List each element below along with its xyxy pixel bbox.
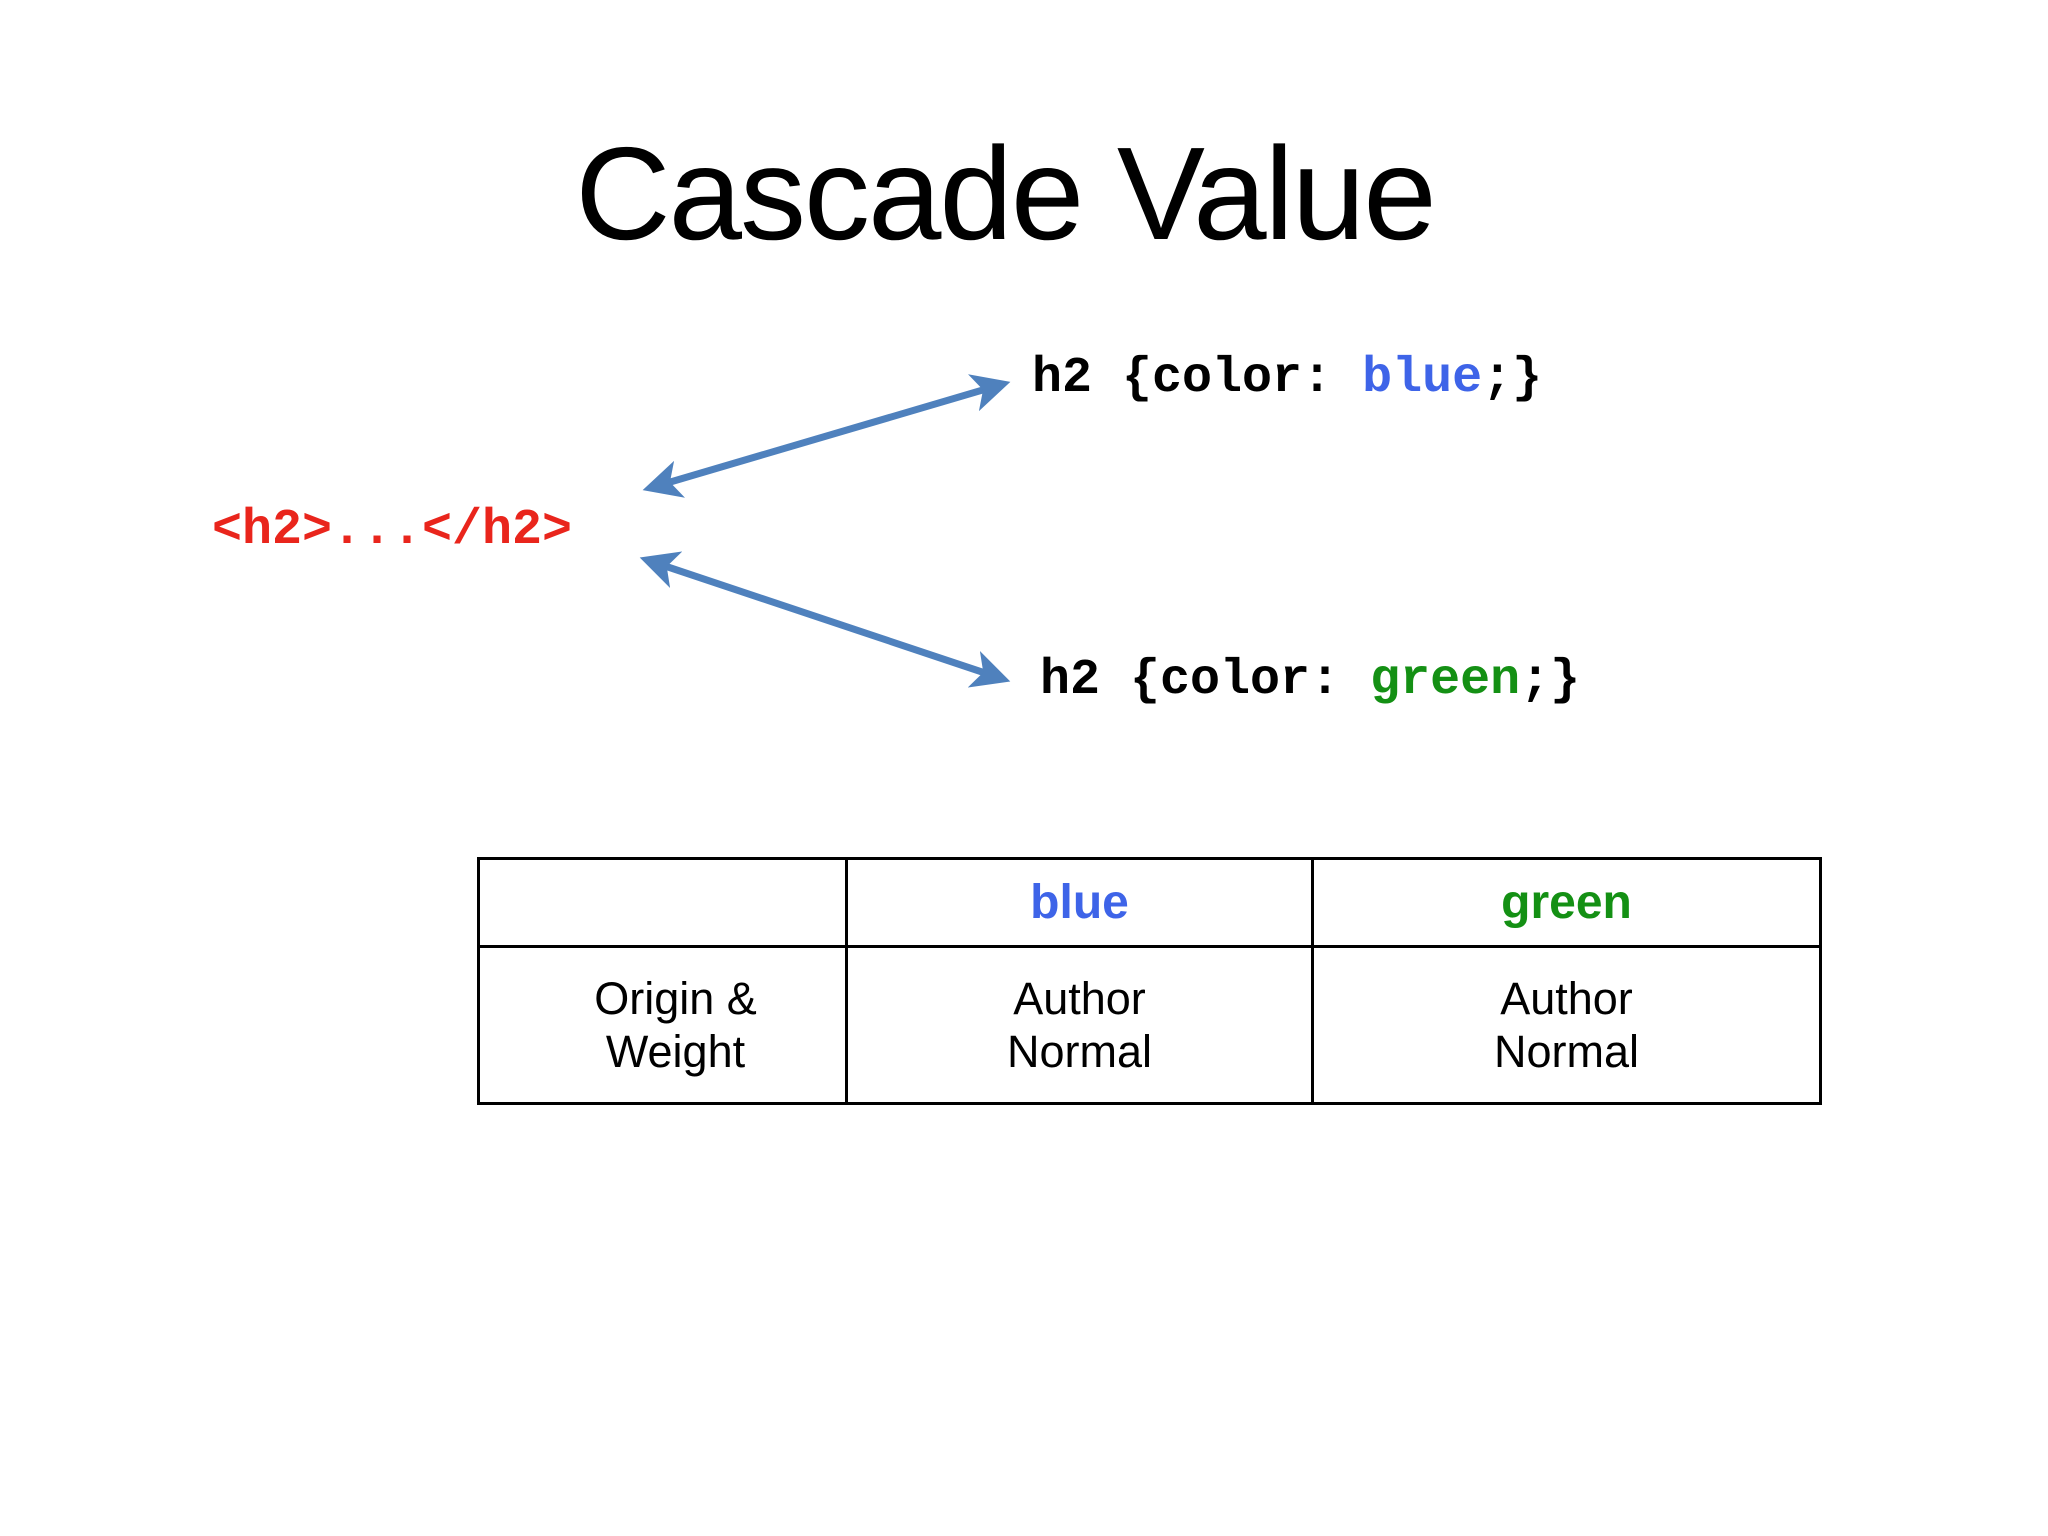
cell-green-line1: Author: [1500, 973, 1633, 1024]
css-rule-blue: h2 {color: blue;}: [1032, 351, 1542, 407]
arrow-to-blue-rule-icon: [642, 374, 1011, 498]
table-header-green: green: [1311, 857, 1822, 948]
row-label-line1: Origin &: [594, 973, 757, 1024]
css-rule-green: h2 {color: green;}: [1040, 653, 1580, 709]
css-rule-green-close: ;}: [1520, 652, 1581, 709]
cell-blue-origin-weight: Author Normal: [845, 945, 1314, 1105]
css-rule-green-value: green: [1370, 652, 1521, 709]
cascade-comparison-table: blue green Origin & Weight Author Normal…: [477, 857, 1822, 1105]
arrow-to-green-rule-icon: [639, 551, 1011, 688]
css-rule-blue-value: blue: [1362, 350, 1483, 407]
slide-title: Cascade Value: [575, 120, 1436, 267]
row-label-origin-weight: Origin & Weight: [477, 945, 848, 1105]
table-row: Origin & Weight Author Normal Author Nor…: [477, 945, 1822, 1105]
row-label-line2: Weight: [605, 1026, 746, 1077]
table-header-blue: blue: [845, 857, 1314, 948]
css-rule-green-selector: h2 {color:: [1040, 652, 1371, 709]
css-rule-blue-close: ;}: [1482, 350, 1543, 407]
cell-green-origin-weight: Author Normal: [1311, 945, 1822, 1105]
html-element-code: <h2>...</h2>: [212, 502, 573, 559]
table-header-row: blue green: [477, 857, 1822, 948]
table-corner-cell: [477, 857, 848, 948]
cell-blue-line2: Normal: [1006, 1026, 1153, 1077]
css-rule-blue-selector: h2 {color:: [1032, 350, 1363, 407]
cell-green-line2: Normal: [1493, 1026, 1640, 1077]
cell-blue-line1: Author: [1013, 973, 1146, 1024]
